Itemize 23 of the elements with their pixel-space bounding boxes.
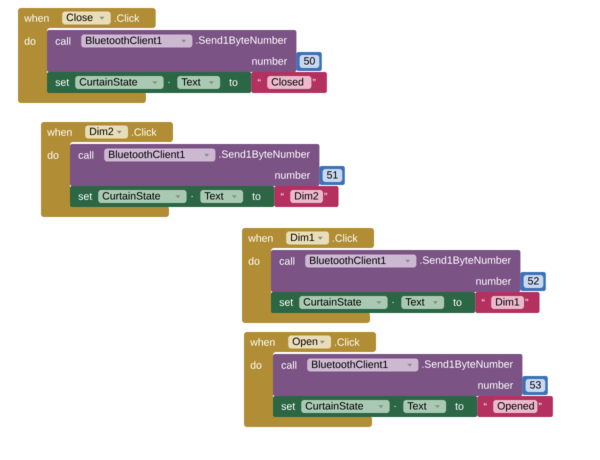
dropdown-field: BluetoothClient1 [104,148,216,162]
dropdown-field: Text [200,190,244,203]
text-field: Dim2 [290,190,323,203]
number-block: 53 [522,376,548,395]
dropdown-field: CurtainState [75,76,164,89]
dropdown-field: Text [403,400,446,413]
dropdown-field: BluetoothClient1 [81,34,192,48]
dropdown-field: Close [62,12,111,24]
text-field: Opened [493,400,538,413]
text-field: Closed [267,76,312,89]
dropdown-field: Dim2 [85,126,128,138]
dropdown-field: CurtainState [301,400,390,413]
dropdown-field: BluetoothClient1 [307,358,418,372]
dropdown-field: Open [288,336,331,348]
number-block: 51 [319,166,345,185]
text-field: Dim1 [491,296,524,309]
dropdown-field: Text [401,296,444,309]
dropdown-field: Dim1 [286,232,329,244]
dropdown-field: CurtainState [98,190,187,203]
dropdown-field: CurtainState [299,296,388,309]
number-block: 50 [296,52,322,71]
dropdown-field: BluetoothClient1 [305,254,416,268]
number-block: 52 [520,272,546,291]
